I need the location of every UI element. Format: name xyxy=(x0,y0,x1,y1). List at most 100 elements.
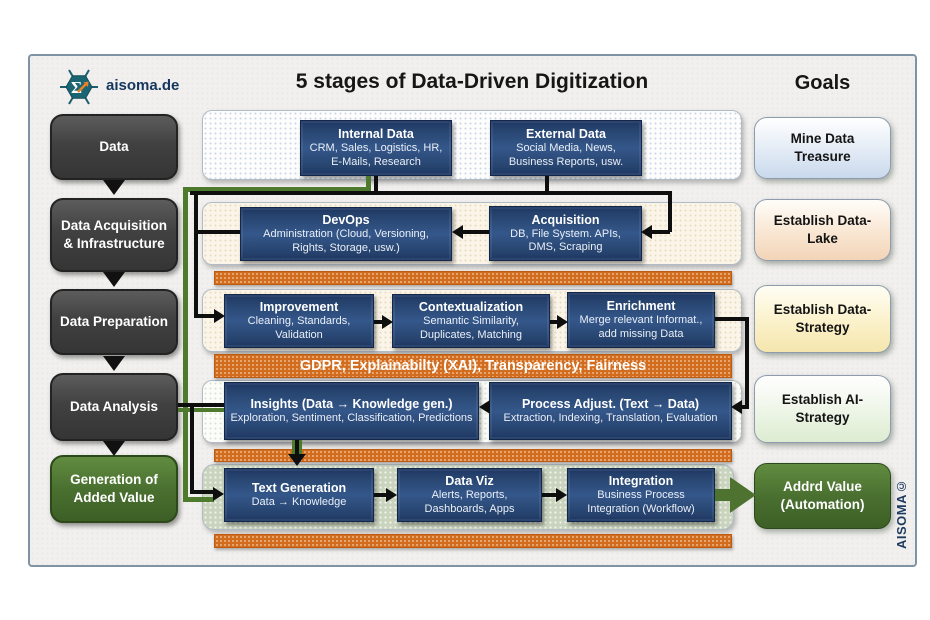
box-body: Exploration, Sentiment, Classification, … xyxy=(230,411,473,424)
goal-establish-data-strategy: Establish Data-Strategy xyxy=(754,285,891,353)
stage-arrow-down-icon xyxy=(103,272,125,287)
box-title: Acquisition xyxy=(531,212,600,227)
connector xyxy=(194,191,198,316)
connector xyxy=(550,320,559,324)
box-title: Internal Data xyxy=(338,127,414,142)
box-title: Insights (Data → Knowledge gen.) xyxy=(250,396,453,411)
box-body: Semantic Similarity, Duplicates, Matchin… xyxy=(419,315,523,341)
stage-acquisition-infrastructure: Data Acquisition & Infrastructure xyxy=(50,198,178,272)
box-title: Integration xyxy=(608,474,674,489)
box-external-data: External Data Social Media, News, Busine… xyxy=(490,120,642,176)
connector xyxy=(374,176,378,195)
row-sources xyxy=(202,110,742,180)
stage-added-value: Generation of Added Value xyxy=(50,455,178,523)
box-acquisition: Acquisition DB, File System. APIs, DMS, … xyxy=(489,206,642,261)
box-title: Contextualization xyxy=(418,300,524,315)
box-title: Process Adjust. (Text → Data) xyxy=(521,396,700,411)
svg-text:Σ: Σ xyxy=(71,78,82,97)
arrowhead-into-acquisition xyxy=(641,225,652,239)
arrowhead-into-data-viz xyxy=(386,488,397,502)
orange-band xyxy=(214,449,732,462)
goal-mine-data-treasure: Mine Data Treasure xyxy=(754,117,891,179)
connector xyxy=(715,317,749,321)
box-title: DevOps xyxy=(322,213,370,228)
connector xyxy=(374,320,384,324)
connector xyxy=(295,440,299,456)
box-body: Merge relevant Informat., add missing Da… xyxy=(579,314,703,340)
box-body: Data → Knowledge xyxy=(251,495,347,508)
box-body: Social Media, News, Business Reports, us… xyxy=(508,142,624,168)
green-connector xyxy=(366,176,371,191)
box-body: Alerts, Reports, Dashboards, Apps xyxy=(424,489,515,515)
arrowhead-into-text-generation xyxy=(213,487,224,501)
connector xyxy=(542,493,557,497)
arrowhead-into-integration xyxy=(556,488,567,502)
arrowhead-into-enrichment xyxy=(557,315,568,329)
connector xyxy=(463,230,489,234)
box-improvement: Improvement Cleaning, Standards, Validat… xyxy=(224,294,374,348)
box-body: Administration (Cloud, Versioning, Right… xyxy=(263,228,429,254)
connector xyxy=(190,405,194,492)
box-title: Enrichment xyxy=(606,299,676,314)
box-title: External Data xyxy=(526,127,606,142)
slide-panel: Σ aisoma.de 5 stages of Data-Driven Digi… xyxy=(28,54,917,567)
connector xyxy=(194,314,216,318)
connector xyxy=(190,490,214,494)
watermark: AISOMA© xyxy=(894,478,909,550)
connector xyxy=(374,493,387,497)
connector xyxy=(178,403,224,407)
stage-data-preparation: Data Preparation xyxy=(50,289,178,355)
box-body: CRM, Sales, Logistics, HR, E-Mails, Rese… xyxy=(309,142,443,168)
green-output-connector xyxy=(715,489,731,501)
box-title: Text Generation xyxy=(251,480,347,495)
box-insights: Insights (Data → Knowledge gen.) Explora… xyxy=(224,382,479,440)
orange-band xyxy=(214,534,732,548)
goal-establish-data-lake: Establish Data-Lake xyxy=(754,199,891,261)
connector xyxy=(741,405,749,409)
arrowhead-into-process-adjust xyxy=(731,400,742,414)
box-body: Business Process Integration (Workflow) xyxy=(587,489,695,515)
box-body: Cleaning, Standards, Validation xyxy=(247,315,351,341)
connector xyxy=(652,230,670,234)
stage-arrow-down-icon xyxy=(103,356,125,371)
box-text-generation: Text Generation Data → Knowledge xyxy=(224,468,374,522)
goals-heading: Goals xyxy=(794,72,851,94)
arrowhead-into-devops xyxy=(452,225,463,239)
connector xyxy=(668,191,672,232)
goal-added-value-automation: Addrd Value (Automation) xyxy=(754,463,891,529)
gdpr-band: GDPR, Explainabilty (XAI), Transparency,… xyxy=(214,354,732,378)
arrowhead-into-value-row xyxy=(288,454,306,466)
stage-arrow-down-icon xyxy=(103,441,125,456)
box-internal-data: Internal Data CRM, Sales, Logistics, HR,… xyxy=(300,120,452,176)
stage-arrow-down-icon xyxy=(103,180,125,195)
arrowhead-into-insights xyxy=(479,400,490,414)
box-integration: Integration Business Process Integration… xyxy=(567,468,715,522)
green-connector xyxy=(183,187,188,502)
stage-data: Data xyxy=(50,114,178,180)
connector xyxy=(545,176,549,195)
green-connector xyxy=(183,497,214,502)
connector xyxy=(196,230,240,234)
connector xyxy=(745,317,749,409)
box-title: Data Viz xyxy=(445,474,494,489)
box-contextualization: Contextualization Semantic Similarity, D… xyxy=(392,294,550,348)
page-title: 5 stages of Data-Driven Digitization xyxy=(295,70,649,93)
arrowhead-into-improvement xyxy=(214,309,225,323)
stage-data-analysis: Data Analysis xyxy=(50,373,178,441)
box-enrichment: Enrichment Merge relevant Informat., add… xyxy=(567,292,715,348)
box-body: Extraction, Indexing, Translation, Evalu… xyxy=(503,411,718,424)
green-connector xyxy=(183,187,370,192)
logo-label: aisoma.de xyxy=(106,77,180,94)
box-devops: DevOps Administration (Cloud, Versioning… xyxy=(240,207,452,261)
box-process-adjust: Process Adjust. (Text → Data) Extraction… xyxy=(489,382,732,440)
arrowhead-into-contextualization xyxy=(382,315,393,329)
green-output-arrow-icon xyxy=(730,477,756,513)
box-data-viz: Data Viz Alerts, Reports, Dashboards, Ap… xyxy=(397,468,542,522)
aisoma-logo-icon: Σ xyxy=(60,69,98,105)
box-body: DB, File System. APIs, DMS, Scraping xyxy=(510,227,621,253)
green-connector xyxy=(178,408,224,412)
connector xyxy=(190,191,672,195)
goal-establish-ai-strategy: Establish AI-Strategy xyxy=(754,375,891,443)
orange-band xyxy=(214,271,732,285)
box-title: Improvement xyxy=(259,300,339,315)
